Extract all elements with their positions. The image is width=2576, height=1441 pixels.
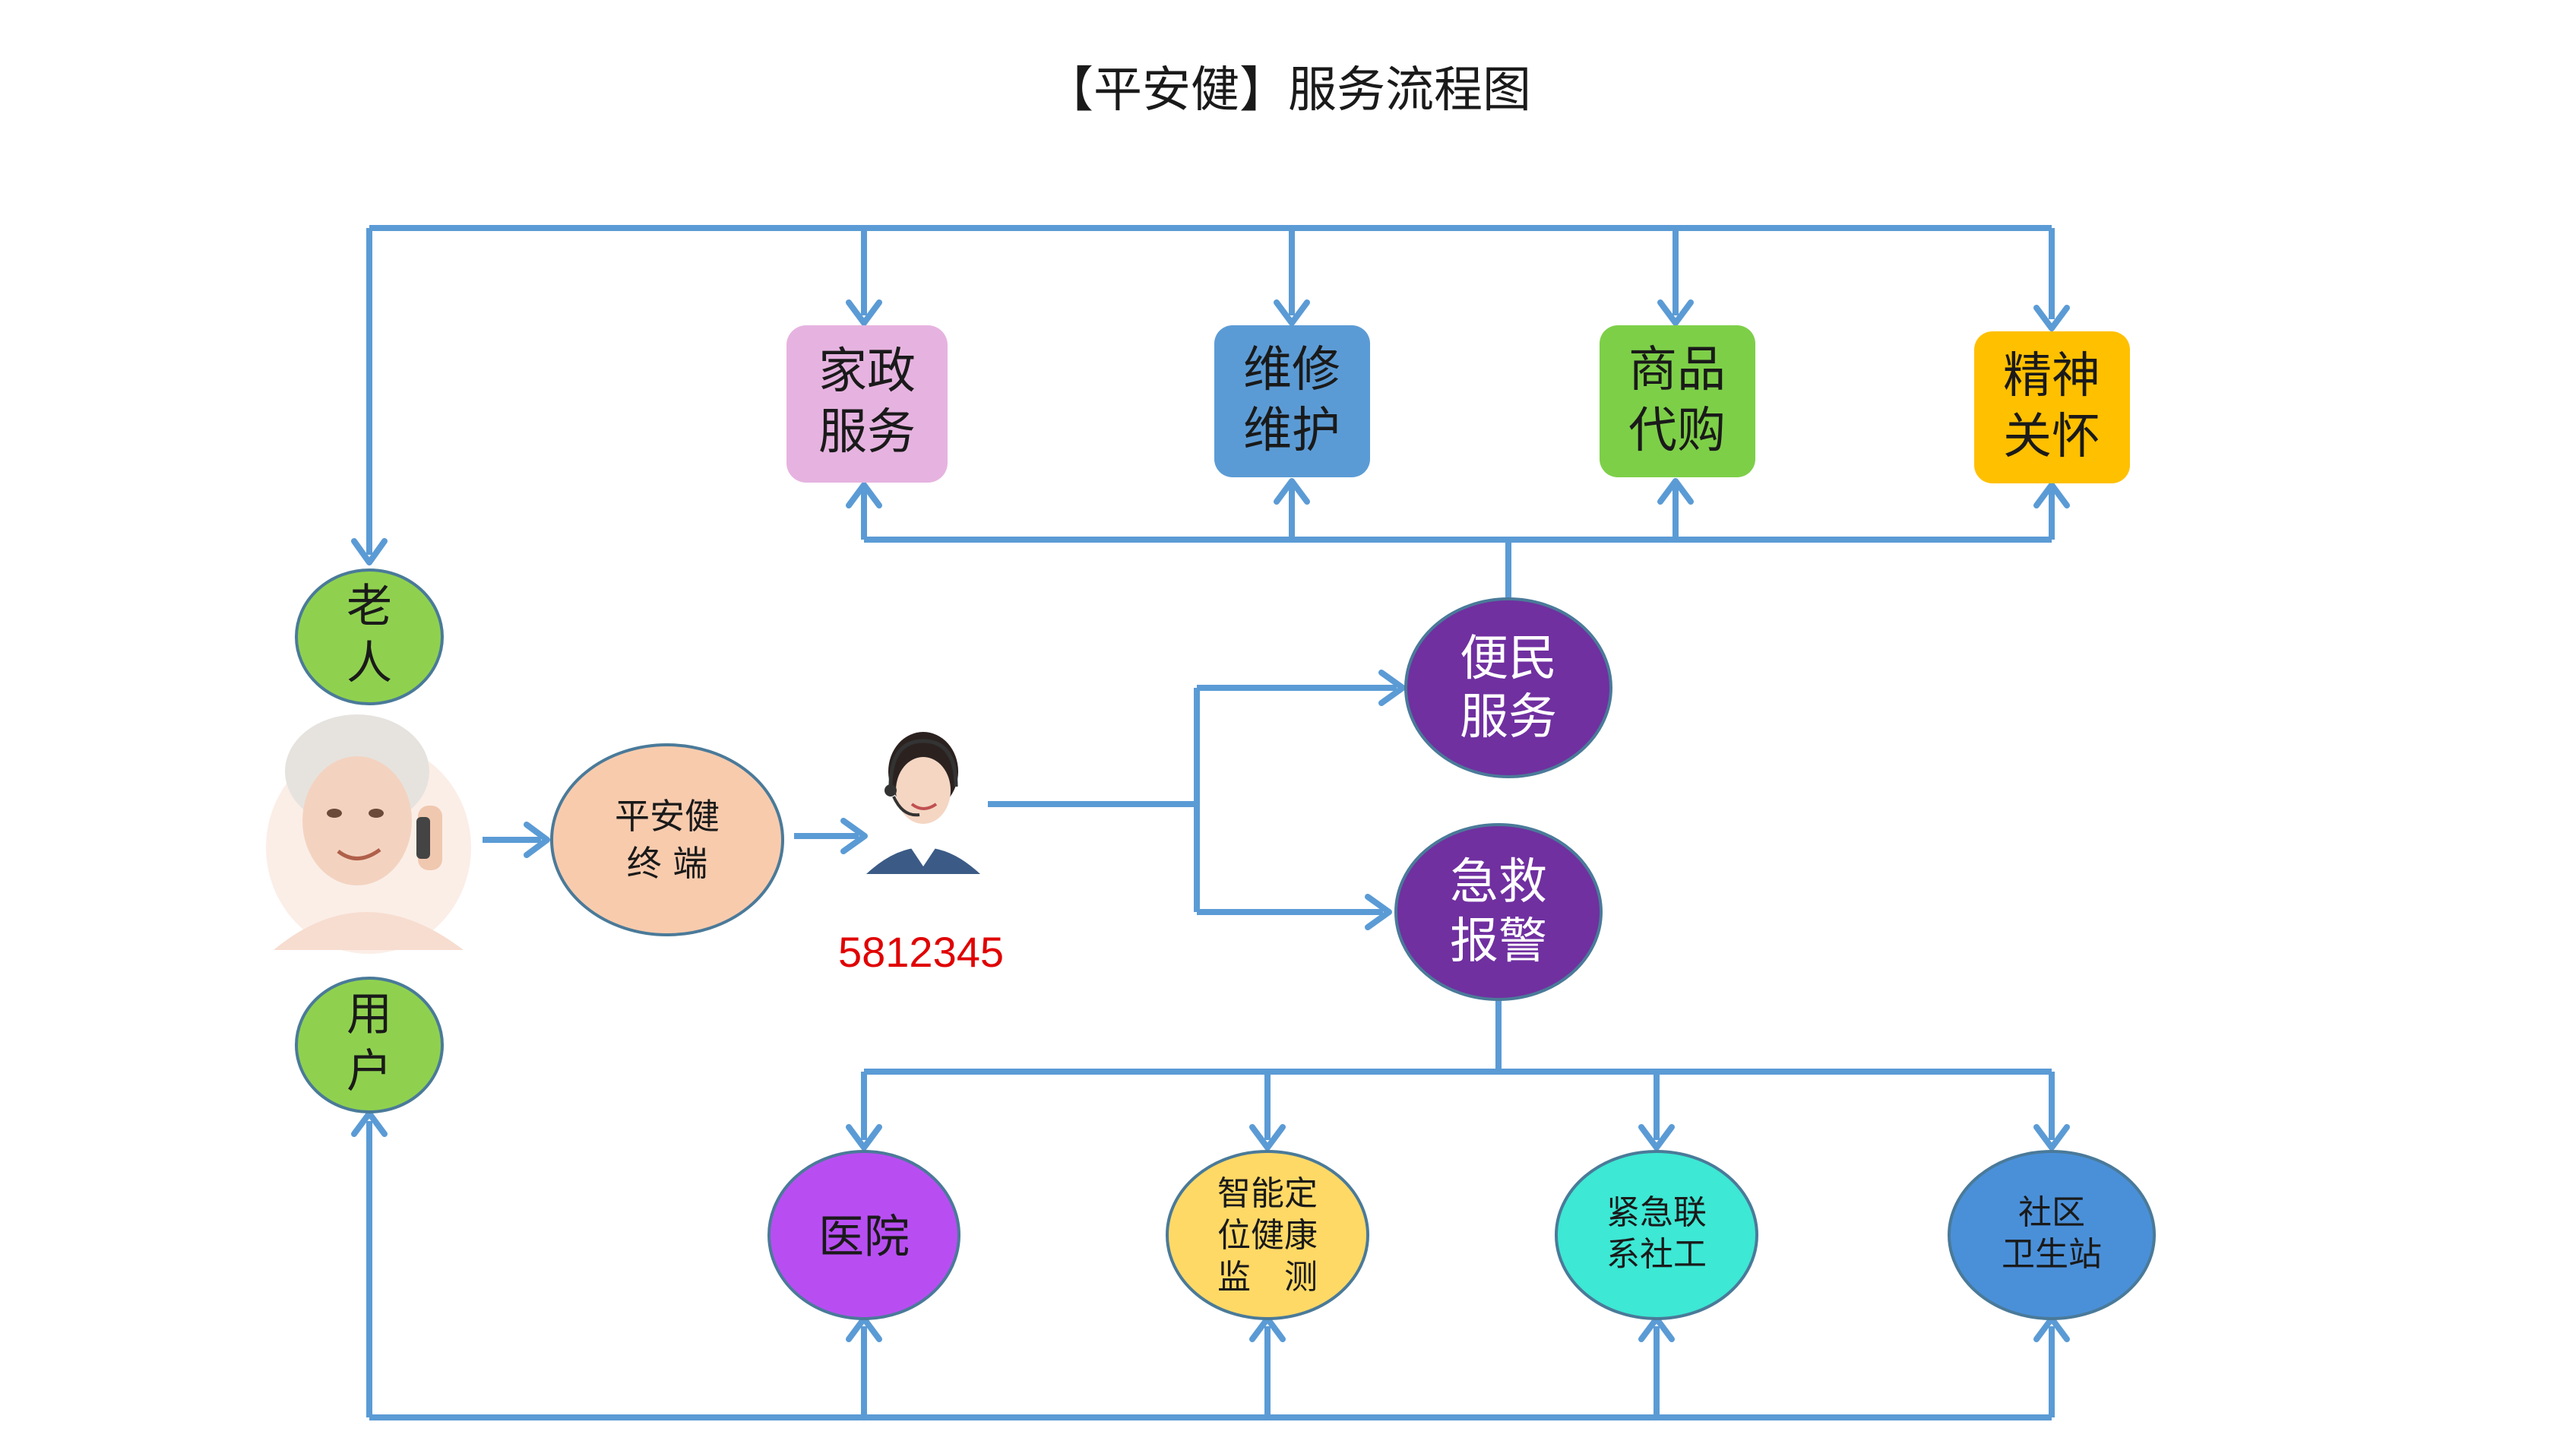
diagram-title: 【平安健】服务流程图 bbox=[1045, 62, 1531, 119]
clinic-label-1: 社区 bbox=[2018, 1193, 2085, 1232]
arrow-down-social bbox=[1638, 1124, 1675, 1151]
arrow-to-emergency bbox=[1365, 894, 1392, 930]
emergency-node: 急救 报警 bbox=[1394, 823, 1603, 1001]
repair-label-1: 维修 bbox=[1243, 342, 1340, 398]
arrow-to-terminal bbox=[524, 822, 550, 858]
social-worker-node: 紧急联 系社工 bbox=[1555, 1150, 1758, 1320]
arrow-down-hospital bbox=[846, 1124, 882, 1151]
user-node: 用 户 bbox=[295, 977, 444, 1113]
arrow-to-convenience bbox=[1378, 670, 1406, 706]
elder-node: 老 人 bbox=[295, 568, 444, 705]
user-label-1: 用 bbox=[347, 988, 392, 1041]
hospital-label-1: 医院 bbox=[818, 1211, 910, 1264]
elder-label-2: 人 bbox=[347, 637, 392, 690]
arrow-down-spiritual bbox=[2033, 305, 2070, 331]
social-label-2: 系社工 bbox=[1606, 1235, 1707, 1274]
arrow-down-shopping bbox=[1657, 299, 1694, 326]
positioning-label-2: 位健康 bbox=[1217, 1216, 1318, 1255]
spiritual-node: 精神 关怀 bbox=[1974, 331, 2130, 483]
arrow-down-clinic bbox=[2033, 1124, 2070, 1151]
arrow-to-operator bbox=[840, 818, 868, 854]
arrow-up-shopping bbox=[1657, 478, 1694, 505]
user-label-2: 户 bbox=[347, 1045, 392, 1098]
call-center-operator-icon bbox=[862, 732, 984, 874]
terminal-node: 平安健 终 端 bbox=[550, 743, 784, 936]
positioning-node: 智能定 位健康 监 测 bbox=[1166, 1150, 1369, 1320]
spiritual-label-2: 关怀 bbox=[2003, 409, 2100, 465]
shopping-node: 商品 代购 bbox=[1600, 325, 1755, 477]
community-clinic-node: 社区 卫生站 bbox=[1948, 1150, 2156, 1320]
emergency-label-2: 报警 bbox=[1450, 914, 1547, 970]
elder-label-1: 老 bbox=[347, 580, 392, 633]
positioning-label-1: 智能定 bbox=[1217, 1174, 1318, 1213]
emergency-label-1: 急救 bbox=[1450, 854, 1547, 911]
housekeeping-label-1: 家政 bbox=[818, 344, 916, 400]
connectors bbox=[351, 225, 2070, 1420]
arrow-down-housekeeping bbox=[846, 299, 882, 326]
repair-node: 维修 维护 bbox=[1214, 325, 1370, 477]
housekeeping-node: 家政 服务 bbox=[786, 325, 948, 483]
arrow-up-spiritual bbox=[2033, 482, 2070, 508]
arrow-to-elder bbox=[351, 538, 388, 565]
arrow-down-positioning bbox=[1249, 1124, 1286, 1151]
convenience-node: 便民 服务 bbox=[1404, 597, 1612, 778]
arrow-up-housekeeping bbox=[846, 482, 882, 508]
hotline-number: 5812345 bbox=[838, 928, 1004, 976]
repair-label-2: 维护 bbox=[1243, 403, 1340, 459]
housekeeping-label-2: 服务 bbox=[818, 404, 916, 461]
social-label-1: 紧急联 bbox=[1606, 1193, 1707, 1232]
terminal-label-2: 终 端 bbox=[627, 843, 708, 884]
spiritual-label-1: 精神 bbox=[2003, 348, 2100, 404]
arrow-up-repair bbox=[1274, 478, 1310, 505]
hospital-node: 医院 bbox=[767, 1150, 960, 1320]
convenience-label-1: 便民 bbox=[1460, 631, 1557, 687]
elderly-woman-on-phone-icon bbox=[266, 714, 471, 954]
shopping-label-1: 商品 bbox=[1628, 342, 1726, 398]
positioning-label-3: 监 测 bbox=[1217, 1258, 1318, 1297]
convenience-label-2: 服务 bbox=[1460, 689, 1557, 746]
arrow-down-repair bbox=[1274, 299, 1310, 326]
clinic-label-2: 卫生站 bbox=[2002, 1235, 2102, 1274]
shopping-label-2: 代购 bbox=[1628, 403, 1726, 459]
terminal-label-1: 平安健 bbox=[615, 796, 720, 837]
